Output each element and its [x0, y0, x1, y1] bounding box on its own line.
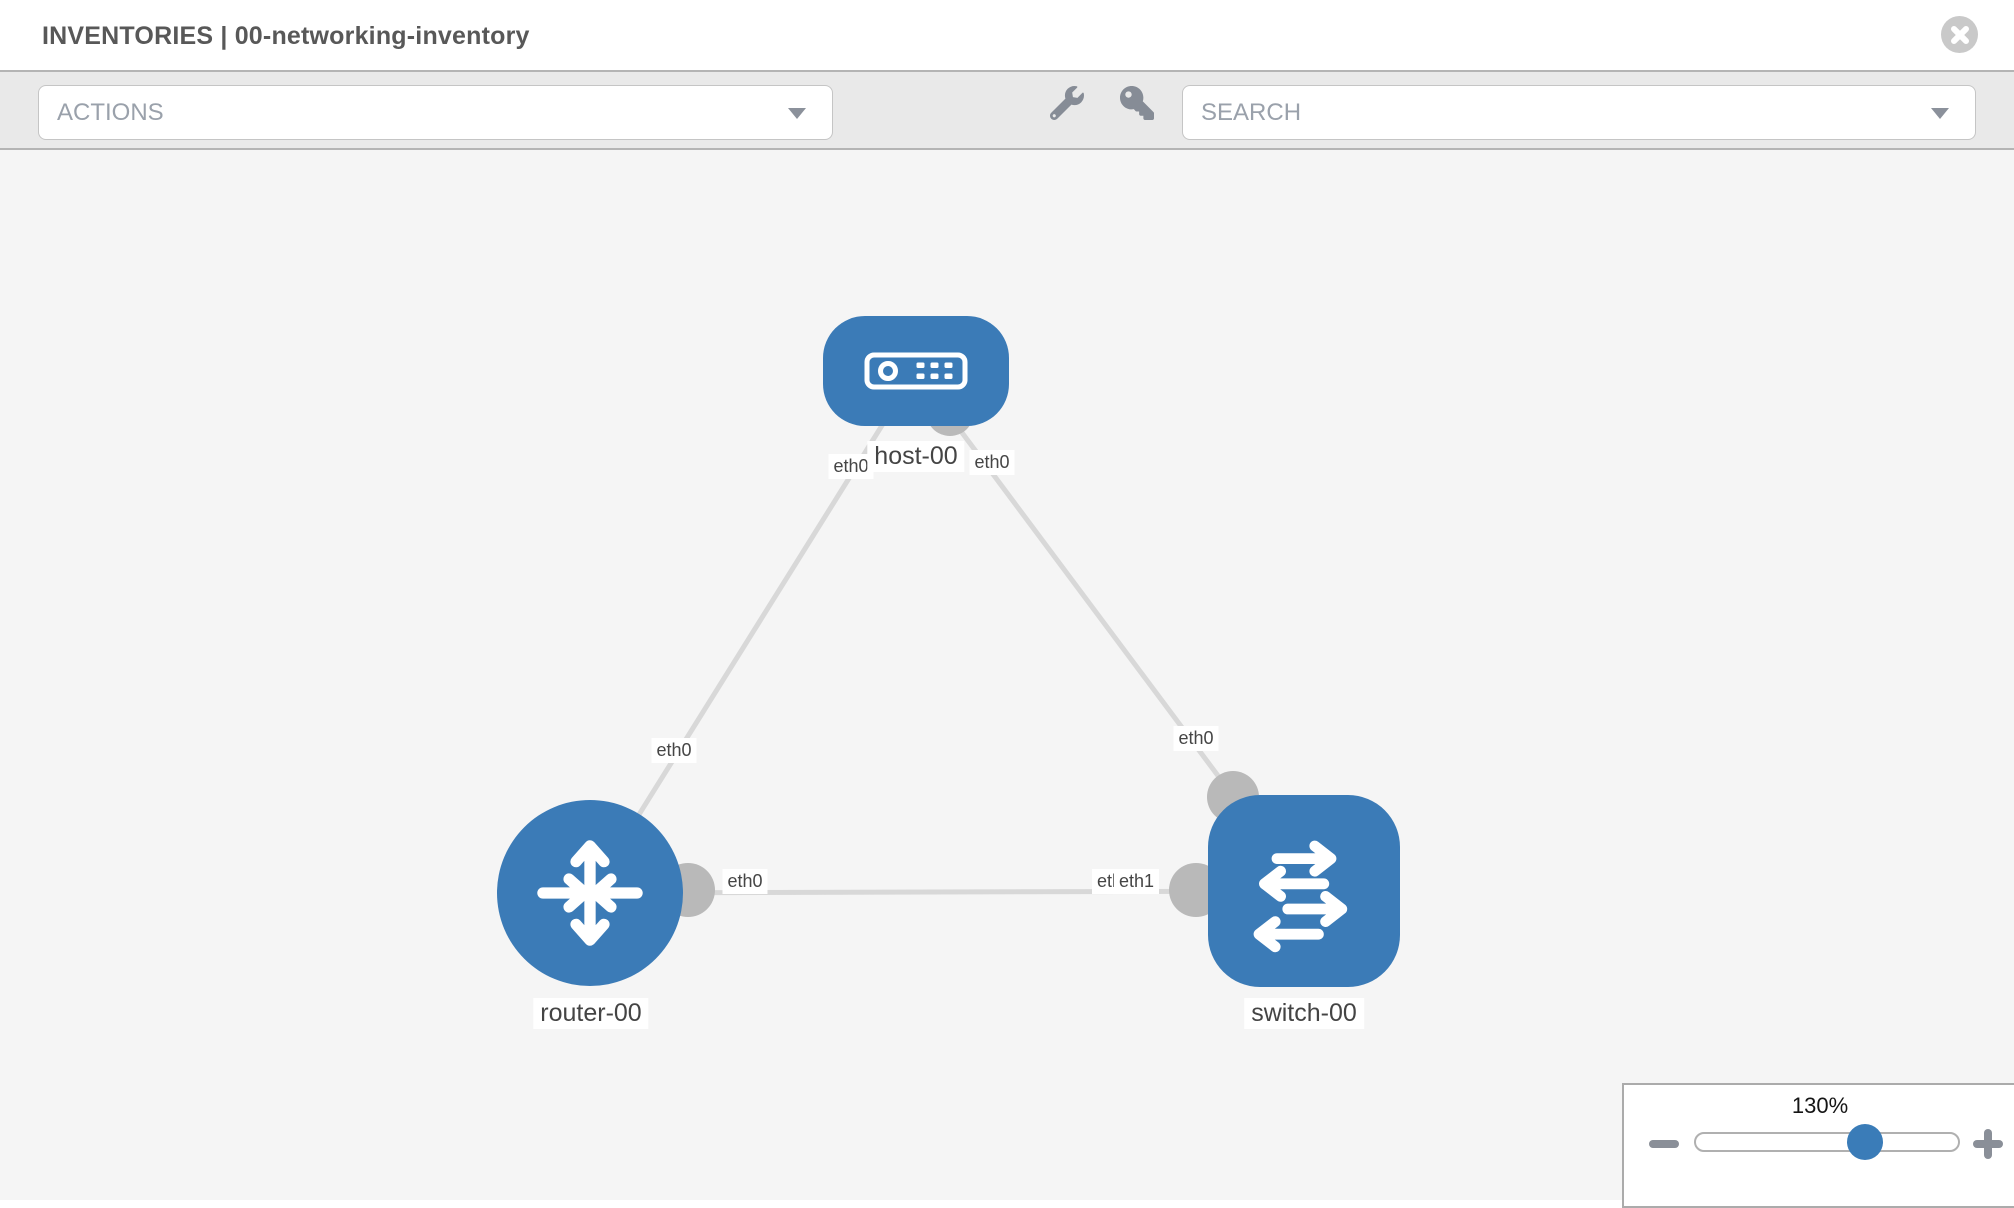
plus-icon [1973, 1129, 2003, 1159]
node-label-router: router-00 [533, 998, 649, 1029]
links-layer [587, 369, 1307, 917]
actions-dropdown-placeholder: ACTIONS [57, 99, 164, 126]
toolbar: ACTIONS SEARCH [0, 72, 2014, 150]
search-placeholder: SEARCH [1201, 99, 1302, 126]
node-router-00[interactable] [497, 800, 683, 986]
header: INVENTORIES | 00-networking-inventory [0, 0, 2014, 72]
close-icon [1950, 25, 1969, 44]
page-title: INVENTORIES | 00-networking-inventory [42, 22, 530, 50]
node-host-00[interactable] [823, 316, 1009, 426]
zoom-level: 130% [1791, 1093, 1849, 1118]
wrench-icon [1050, 86, 1084, 120]
tools-button[interactable] [1046, 82, 1088, 124]
node-label-switch: switch-00 [1244, 998, 1364, 1029]
zoom-in-button[interactable] [1966, 1122, 2010, 1166]
interface-label: eth0 [1173, 726, 1219, 751]
host-icon [864, 352, 968, 390]
switch-icon [1253, 840, 1348, 953]
topology-canvas[interactable]: eth0 eth0 eth0 eth0 eth0 eth1 eth1 host-… [0, 150, 2014, 1200]
chevron-down-icon [1931, 107, 1949, 119]
key-button[interactable] [1116, 82, 1158, 124]
interface-label: eth1 [1114, 869, 1160, 894]
chevron-down-icon [788, 107, 806, 119]
zoom-slider-handle[interactable] [1847, 1124, 1883, 1160]
interface-label: eth0 [722, 869, 768, 894]
key-icon [1120, 86, 1154, 120]
zoom-out-button[interactable] [1642, 1129, 1686, 1159]
router-icon [537, 840, 643, 946]
zoom-panel: 130% [1622, 1083, 2014, 1208]
actions-dropdown[interactable]: ACTIONS [38, 85, 833, 140]
zoom-slider[interactable] [1694, 1132, 1960, 1152]
minus-icon [1649, 1140, 1679, 1148]
interface-label: eth0 [828, 454, 874, 479]
interface-label: eth0 [651, 738, 697, 763]
node-label-host: host-00 [867, 441, 965, 472]
node-switch-00[interactable] [1208, 795, 1400, 987]
close-button[interactable] [1941, 16, 1978, 53]
interface-label: eth0 [969, 450, 1015, 475]
search-dropdown[interactable]: SEARCH [1182, 85, 1976, 140]
